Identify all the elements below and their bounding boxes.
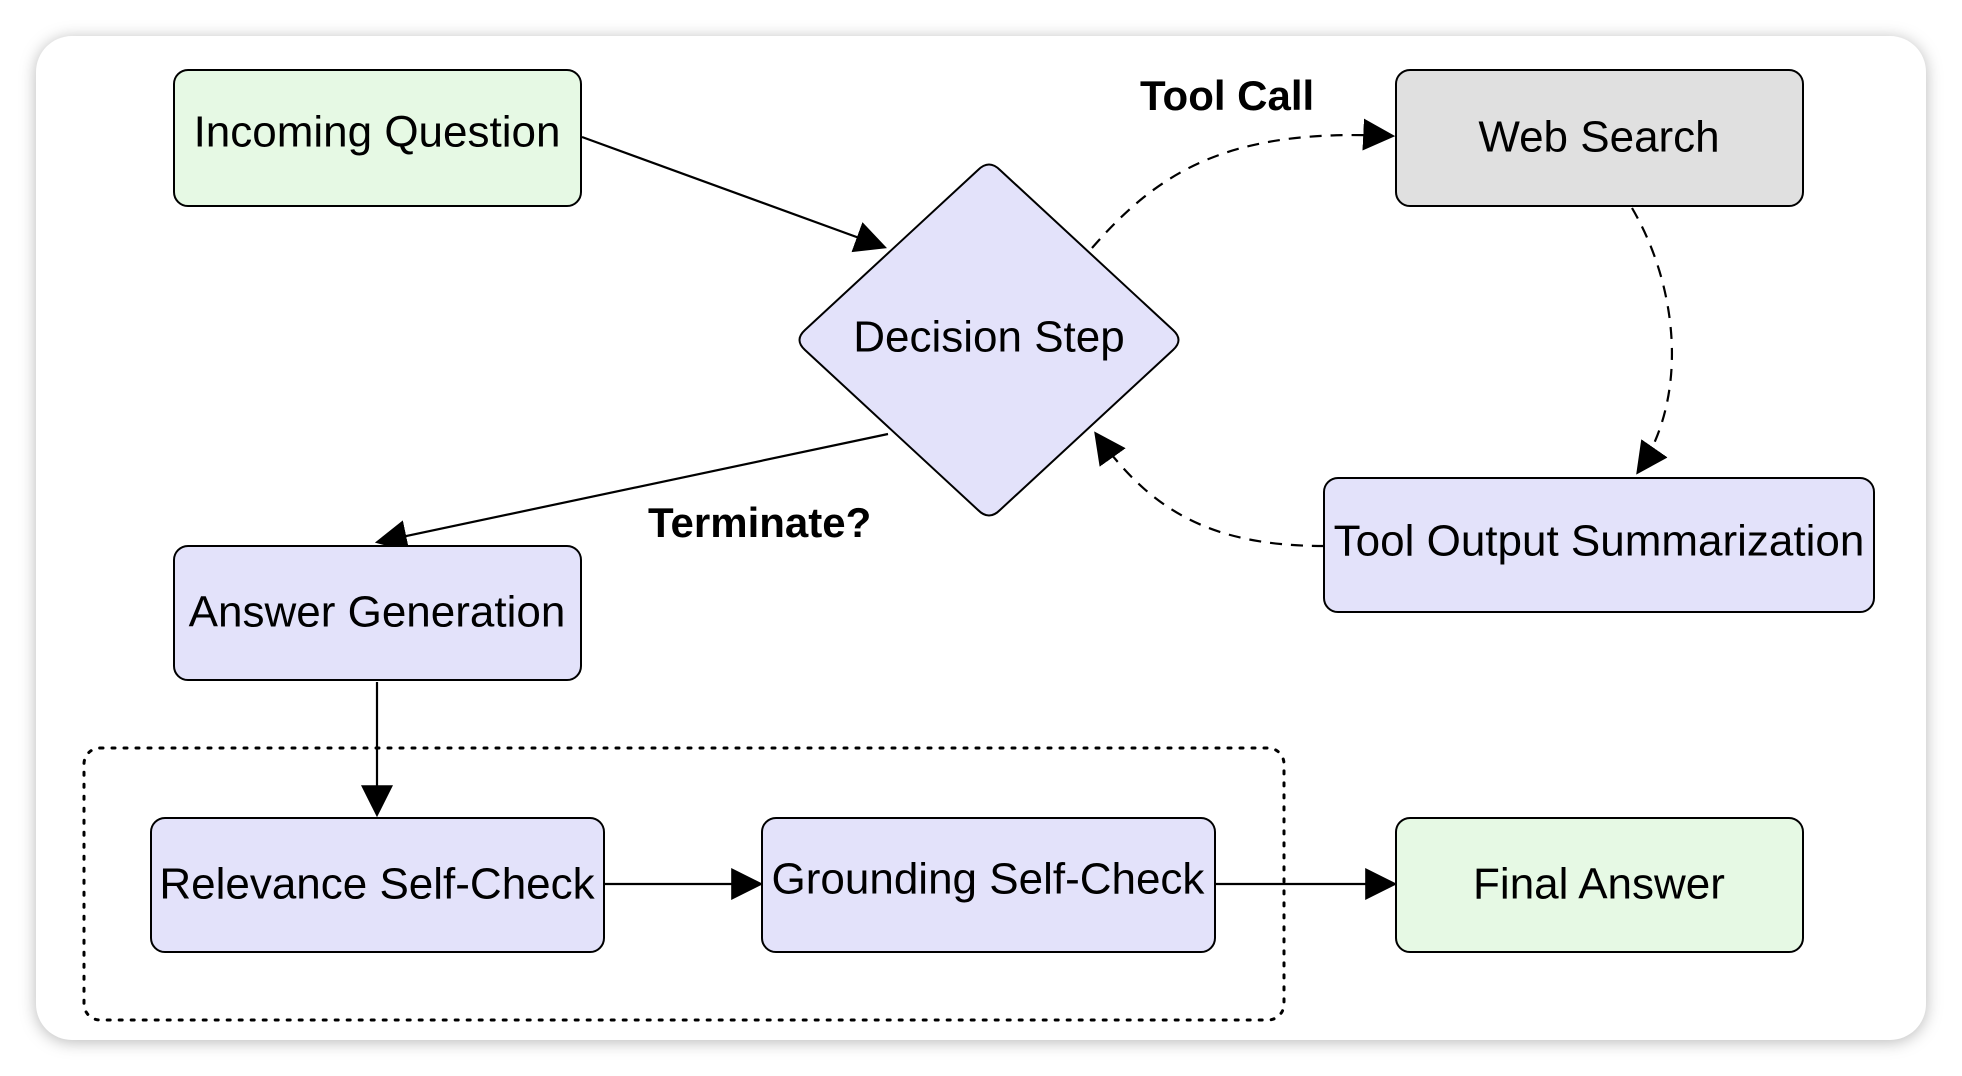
node-incoming-question-label: Incoming Question: [194, 108, 561, 157]
node-answer-generation: Answer Generation: [173, 545, 582, 681]
node-grounding-self-check: Grounding Self-Check: [761, 817, 1216, 953]
node-tool-output-summarization-label: Tool Output Summarization: [1334, 517, 1865, 566]
node-relevance-self-check-label: Relevance Self-Check: [159, 860, 595, 909]
node-answer-generation-label: Answer Generation: [189, 588, 566, 637]
node-web-search-label: Web Search: [1478, 113, 1719, 162]
self-check-group-border: [82, 746, 1286, 1022]
node-tool-output-summarization: Tool Output Summarization: [1323, 477, 1875, 613]
node-relevance-self-check: Relevance Self-Check: [150, 817, 605, 953]
edge-label-terminate: Terminate?: [648, 499, 871, 546]
edge-question-to-decision: [581, 135, 888, 253]
edge-summarization-to-decision: [1094, 431, 1325, 548]
node-web-search: Web Search: [1395, 69, 1804, 207]
node-decision-step: Decision Step: [798, 163, 1180, 517]
node-final-answer: Final Answer: [1395, 817, 1804, 953]
node-decision-step-label: Decision Step: [853, 313, 1124, 362]
diagram-card: [36, 36, 1926, 1040]
node-grounding-self-check-label: Grounding Self-Check: [772, 855, 1206, 904]
node-final-answer-label: Final Answer: [1473, 860, 1725, 909]
edge-label-tool-call: Tool Call: [1140, 72, 1314, 119]
edge-decision-to-answer: [374, 432, 889, 552]
node-incoming-question: Incoming Question: [173, 69, 582, 207]
edge-decision-to-websearch: [1091, 118, 1396, 249]
